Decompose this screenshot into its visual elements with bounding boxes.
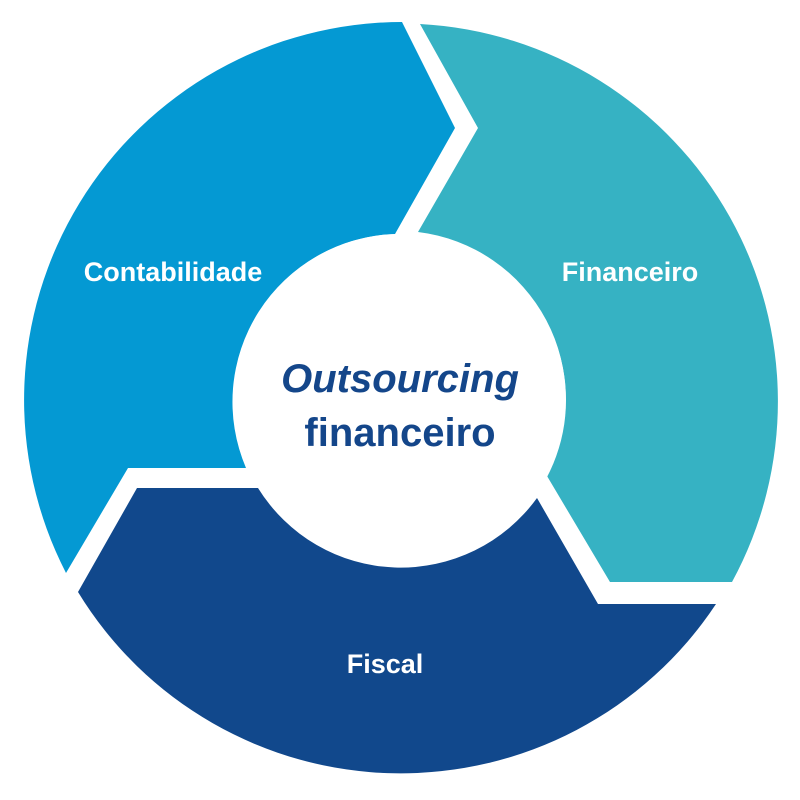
- segment-fiscal: [78, 488, 716, 774]
- label-contabilidade: Contabilidade: [84, 257, 263, 287]
- segment-contabilidade: [24, 22, 455, 573]
- center-circle: [234, 234, 566, 566]
- label-financeiro: Financeiro: [562, 257, 699, 287]
- center-title-line1: Outsourcing: [281, 357, 519, 401]
- label-fiscal: Fiscal: [347, 649, 424, 679]
- center-title-line2: financeiro: [304, 411, 495, 455]
- segment-financeiro: [418, 24, 778, 582]
